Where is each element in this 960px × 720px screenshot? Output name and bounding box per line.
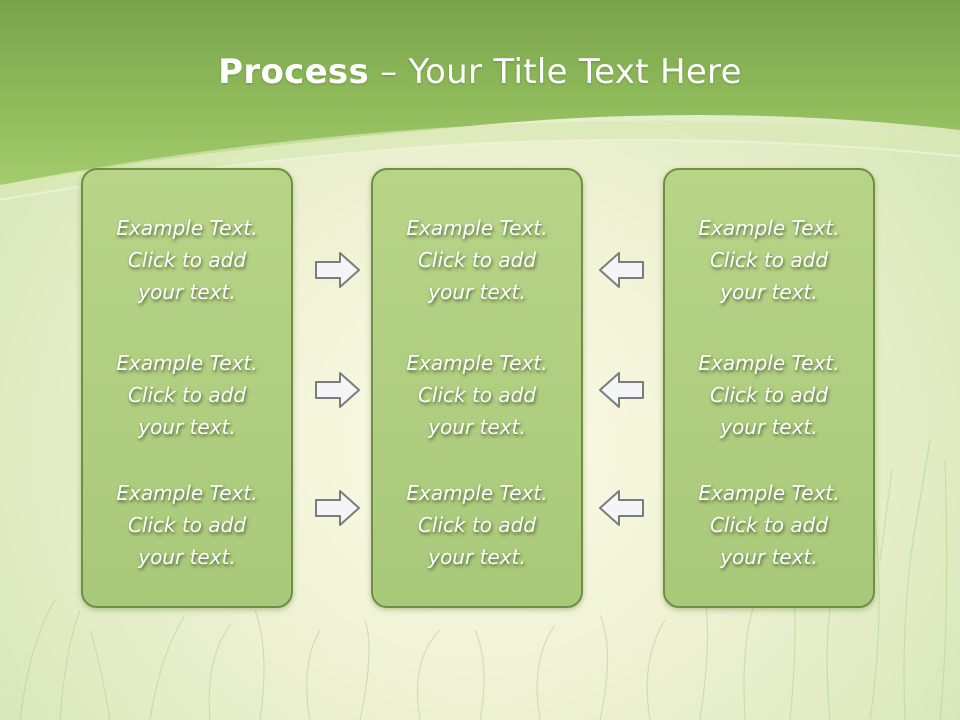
process-box-middle: Example Text. Click to add your text. Ex… — [371, 168, 583, 608]
text-line: Click to add — [417, 513, 537, 537]
title-text: Your Title Text Here — [408, 52, 742, 92]
text-line: Example Text. — [406, 216, 548, 240]
arrow-right-icon — [315, 372, 360, 408]
process-box-left: Example Text. Click to add your text. Ex… — [81, 168, 293, 608]
slide-title[interactable]: Process – Your Title Text Here — [0, 52, 960, 92]
text-line: your text. — [428, 545, 526, 569]
text-line: Example Text. — [116, 216, 258, 240]
text-line: your text. — [428, 280, 526, 304]
text-line: your text. — [138, 545, 236, 569]
arrow-left-icon — [599, 372, 644, 408]
text-line: Example Text. — [698, 481, 840, 505]
text-placeholder[interactable]: Example Text. Click to add your text. — [665, 347, 873, 443]
text-line: Example Text. — [698, 351, 840, 375]
text-placeholder[interactable]: Example Text. Click to add your text. — [665, 212, 873, 308]
text-placeholder[interactable]: Example Text. Click to add your text. — [373, 212, 581, 308]
text-line: Example Text. — [406, 481, 548, 505]
text-line: Click to add — [417, 248, 537, 272]
text-placeholder[interactable]: Example Text. Click to add your text. — [83, 477, 291, 573]
arrow-right-icon — [315, 490, 360, 526]
process-box-right: Example Text. Click to add your text. Ex… — [663, 168, 875, 608]
text-line: Click to add — [127, 383, 247, 407]
title-separator: – — [369, 52, 409, 92]
text-line: Click to add — [709, 248, 829, 272]
text-placeholder[interactable]: Example Text. Click to add your text. — [83, 212, 291, 308]
title-bold-word: Process — [218, 52, 370, 92]
text-line: Example Text. — [406, 351, 548, 375]
text-line: your text. — [138, 415, 236, 439]
text-line: Click to add — [127, 248, 247, 272]
text-line: your text. — [720, 545, 818, 569]
text-placeholder[interactable]: Example Text. Click to add your text. — [665, 477, 873, 573]
text-line: Example Text. — [116, 481, 258, 505]
text-line: Example Text. — [698, 216, 840, 240]
text-placeholder[interactable]: Example Text. Click to add your text. — [83, 347, 291, 443]
text-line: your text. — [138, 280, 236, 304]
text-line: Example Text. — [116, 351, 258, 375]
text-line: Click to add — [127, 513, 247, 537]
text-placeholder[interactable]: Example Text. Click to add your text. — [373, 347, 581, 443]
text-line: your text. — [428, 415, 526, 439]
text-line: Click to add — [417, 383, 537, 407]
text-line: Click to add — [709, 513, 829, 537]
arrow-left-icon — [599, 252, 644, 288]
arrow-left-icon — [599, 490, 644, 526]
text-line: your text. — [720, 280, 818, 304]
arrow-right-icon — [315, 252, 360, 288]
text-line: your text. — [720, 415, 818, 439]
text-placeholder[interactable]: Example Text. Click to add your text. — [373, 477, 581, 573]
text-line: Click to add — [709, 383, 829, 407]
